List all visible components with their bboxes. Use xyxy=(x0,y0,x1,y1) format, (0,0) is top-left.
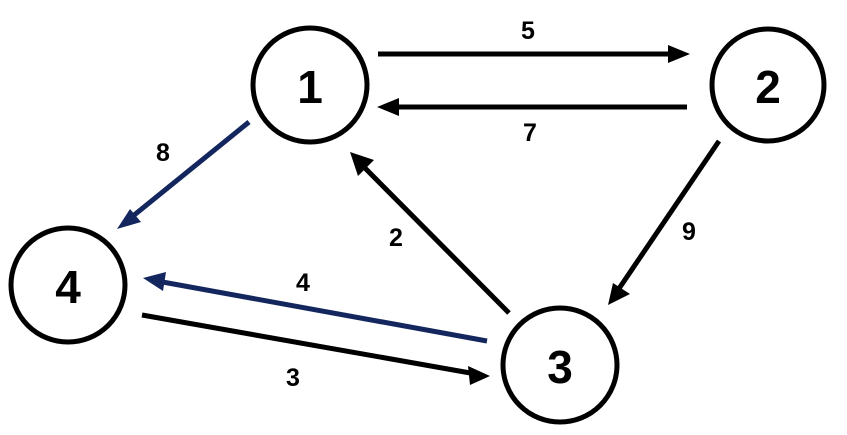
graph-node-4-circle xyxy=(8,225,128,345)
edge-2-to-1[interactable] xyxy=(377,98,687,116)
edge-1-to-2[interactable] xyxy=(378,45,690,63)
edge-2-to-1-arrowhead xyxy=(377,98,399,116)
edge-3-to-1-line xyxy=(358,161,511,315)
edge-weight-label-1-to-2: 5 xyxy=(521,17,535,45)
edge-4-to-3-line xyxy=(141,312,477,377)
edge-1-to-2-arrowhead xyxy=(668,45,690,63)
edges-layer xyxy=(117,45,722,385)
edge-4-to-3[interactable] xyxy=(141,312,490,385)
graph-node-4[interactable]: 4 xyxy=(8,225,128,345)
edge-4-to-3-arrowhead xyxy=(468,366,490,385)
edge-3-to-4-line xyxy=(156,278,488,344)
edge-3-to-1[interactable] xyxy=(350,152,511,315)
edge-weight-label-2-to-1: 7 xyxy=(523,119,537,147)
edge-3-to-4[interactable] xyxy=(143,272,488,344)
edge-2-to-3-arrowhead xyxy=(608,283,630,305)
edge-1-to-4-arrowhead xyxy=(117,209,141,229)
edge-1-to-4-line xyxy=(126,120,251,222)
graph-node-1-label: 1 xyxy=(297,61,323,113)
edge-3-to-1-arrowhead xyxy=(350,152,374,176)
graph-node-2-label: 2 xyxy=(755,61,781,113)
edge-2-to-3-line xyxy=(613,139,722,295)
graph-node-1-circle xyxy=(250,25,370,145)
edge-weight-label-3-to-4: 4 xyxy=(296,269,310,297)
graph-node-3-circle xyxy=(500,305,620,425)
graph-node-1[interactable]: 1 xyxy=(250,25,370,145)
edge-labels-layer: 5 7 8 2 9 4 3 xyxy=(156,17,696,392)
graph-node-2-circle xyxy=(709,26,827,144)
edge-weight-label-2-to-3: 9 xyxy=(682,218,696,246)
edge-weight-label-3-to-1: 2 xyxy=(389,224,403,252)
edge-1-to-4[interactable] xyxy=(117,120,251,229)
edge-3-to-4-arrowhead xyxy=(143,272,166,291)
edge-weight-label-1-to-4: 8 xyxy=(156,139,170,167)
graph-node-4-label: 4 xyxy=(55,261,81,313)
graph-node-3[interactable]: 3 xyxy=(500,305,620,425)
edge-2-to-3[interactable] xyxy=(608,139,722,305)
edge-weight-label-4-to-3: 3 xyxy=(286,364,300,392)
nodes-layer: 1 2 3 4 xyxy=(8,25,827,425)
graph-node-3-label: 3 xyxy=(547,341,573,393)
graph-node-2[interactable]: 2 xyxy=(709,26,827,144)
